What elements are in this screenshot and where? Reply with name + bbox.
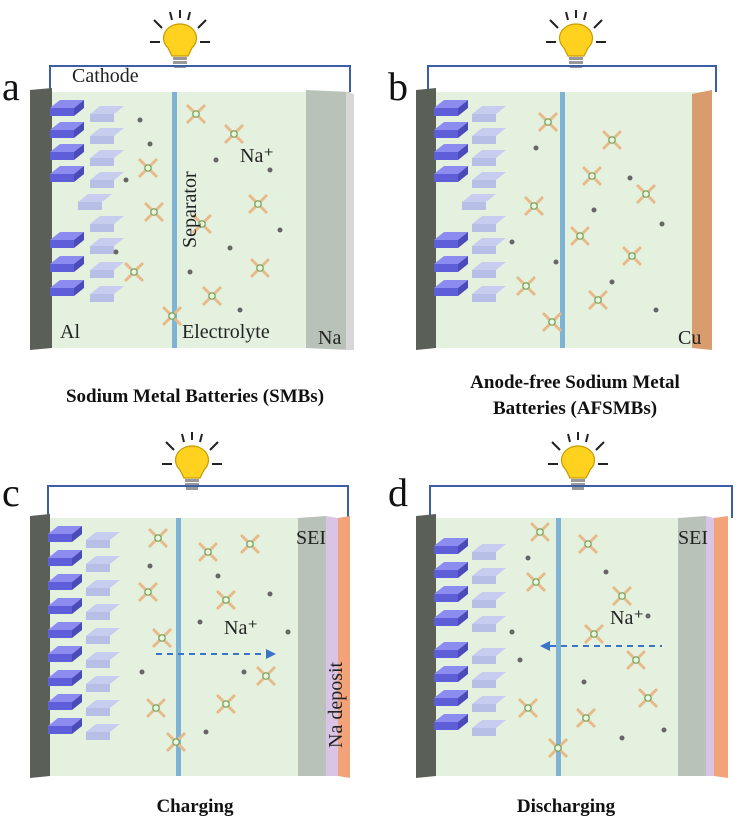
panel-d: d SEI N: [388, 431, 733, 778]
cathode-label: Cathode: [72, 65, 139, 87]
lightbulb-icon: [547, 431, 609, 491]
panel-letter: b: [388, 64, 408, 109]
panel-d-caption: Discharging: [516, 796, 616, 817]
sei-layer: [298, 516, 326, 776]
cu-anode: [692, 90, 712, 350]
na-ion-label: Na⁺: [610, 607, 644, 629]
lightbulb-icon: [161, 431, 223, 491]
separator-membrane: [560, 92, 565, 348]
na-deposit-layer: [706, 516, 714, 776]
lightbulb-icon: [545, 9, 607, 69]
na-deposit-layer: [326, 516, 338, 776]
al-current-collector: [30, 514, 50, 778]
cu-label: Cu: [678, 327, 701, 349]
external-circuit-wire: [47, 485, 349, 518]
external-circuit-wire: [429, 485, 733, 518]
electrolyte-region: [50, 92, 340, 348]
panel-b: b Cu: [388, 9, 717, 350]
sodium-ions: [139, 563, 291, 735]
external-circuit-wire: [49, 65, 351, 92]
cu-anode: [714, 516, 728, 778]
panel-letter: a: [2, 64, 20, 109]
al-label: Al: [60, 321, 80, 343]
separator-membrane: [556, 518, 561, 776]
electrolyte-region: [432, 92, 702, 348]
al-current-collector: [416, 514, 436, 778]
panel-c: c SE: [2, 431, 350, 778]
separator-label: Separator: [179, 171, 201, 248]
sei-layer: [678, 516, 706, 776]
separator-membrane: [176, 518, 181, 776]
al-current-collector: [416, 88, 436, 350]
external-circuit-wire: [427, 65, 717, 92]
sodium-ions: [113, 117, 283, 313]
na-ion-label: Na⁺: [224, 617, 258, 639]
al-current-collector: [30, 88, 52, 350]
sei-label: SEI: [678, 527, 708, 549]
cu-anode: [338, 516, 350, 778]
sodium-anode: [306, 90, 350, 350]
separator-membrane: [172, 92, 177, 348]
sei-label: SEI: [296, 527, 326, 549]
sodium-ions: [509, 555, 667, 741]
na-deposit-label: Na deposit: [325, 661, 347, 748]
arrow-head-left-icon: [540, 641, 550, 651]
panel-b-caption: Anode-free Sodium Metal Batteries (AFSMB…: [470, 372, 680, 419]
panel-a-caption: Sodium Metal Batteries (SMBs): [65, 386, 325, 407]
electrolyte-label: Electrolyte: [182, 321, 270, 343]
panel-a: a Cathode Al: [2, 9, 354, 350]
panel-c-caption: Charging: [156, 796, 234, 817]
panel-letter: c: [2, 470, 20, 515]
lightbulb-icon: [149, 9, 211, 69]
panel-letter: d: [388, 470, 408, 515]
arrow-head-right-icon: [266, 649, 276, 659]
sodium-ions: [509, 145, 665, 313]
na-ion-label: Na⁺: [240, 145, 274, 167]
na-anode-label: Na: [318, 327, 341, 349]
electrolyte-region: [48, 518, 326, 776]
